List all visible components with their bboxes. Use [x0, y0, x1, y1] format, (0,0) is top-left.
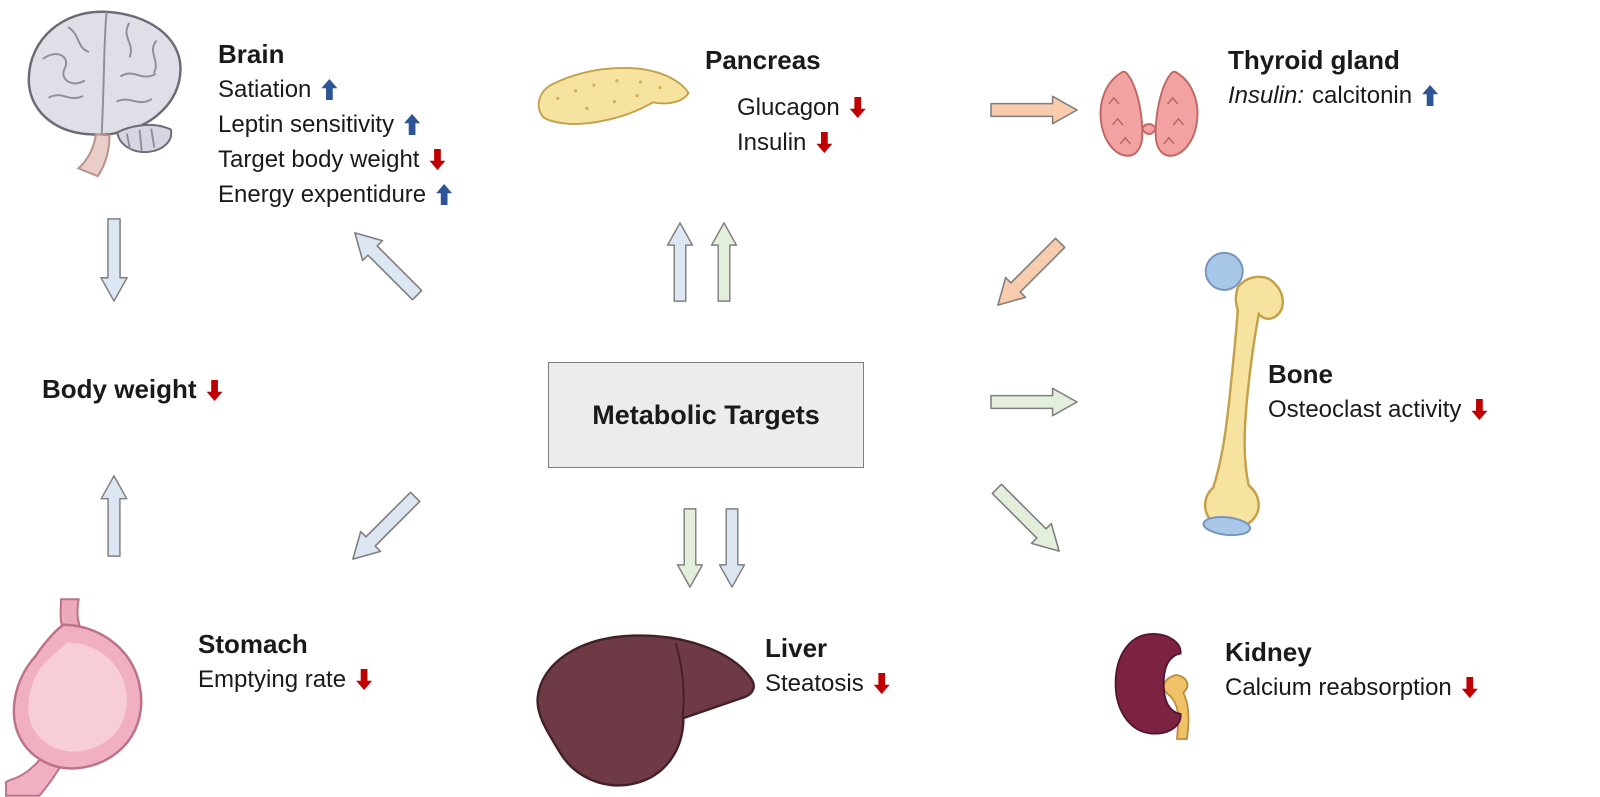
brain-panel: Brain Satiation Leptin sensitivity Targe…: [218, 36, 453, 212]
arrow-center-to-bone: [990, 387, 1078, 417]
trend-arrow-icon: [1422, 85, 1439, 106]
kidney-illustration: [1114, 632, 1190, 740]
pancreas-panel: Pancreas Glucagon Insulin: [705, 42, 866, 160]
arrow-center-to-brain: [344, 222, 428, 306]
arrow-center-to-liver-blue: [718, 508, 746, 588]
pancreas-item: Insulin: [737, 125, 866, 160]
arrow-center-to-pancreas-blue: [666, 222, 694, 302]
bone-illustration: [1202, 251, 1285, 537]
trend-arrow-icon: [1471, 399, 1488, 420]
thyroid-title: Thyroid gland: [1228, 45, 1400, 75]
arrow-center-to-stomach: [342, 486, 426, 570]
pancreas-item-label: Glucagon: [737, 94, 840, 121]
liver-item: Steatosis: [765, 666, 890, 701]
brain-item: Target body weight: [218, 142, 452, 177]
trend-arrow-icon: [436, 184, 453, 205]
trend-arrow-icon: [404, 114, 421, 135]
stomach-title: Stomach: [198, 629, 308, 659]
pancreas-item-label: Insulin: [737, 129, 807, 156]
thyroid-item: Insulin: calcitonin: [1228, 78, 1439, 113]
bone-item: Osteoclast activity: [1268, 392, 1488, 427]
brain-title: Brain: [218, 39, 285, 69]
arrow-center-to-kidney: [986, 478, 1070, 562]
brain-illustration: [27, 10, 182, 178]
brain-item: Satiation: [218, 72, 452, 107]
stomach-illustration: [5, 598, 143, 797]
brain-item-label: Satiation: [218, 76, 312, 103]
arrow-center-to-pancreas-green: [710, 222, 738, 302]
stomach-item-label: Emptying rate: [198, 666, 347, 693]
liver-illustration: [536, 634, 755, 787]
thyroid-panel: Thyroid gland Insulin: calcitonin: [1228, 42, 1439, 113]
trend-arrow-icon: [321, 79, 338, 100]
brain-item: Leptin sensitivity: [218, 107, 452, 142]
arrow-stomach-to-body-weight: [100, 475, 128, 557]
thyroid-illustration: [1099, 70, 1199, 157]
bone-title: Bone: [1268, 359, 1333, 389]
liver-panel: Liver Steatosis: [765, 630, 890, 701]
kidney-item-label: Calcium reabsorption: [1225, 674, 1452, 701]
stomach-item: Emptying rate: [198, 662, 373, 697]
pancreas-title: Pancreas: [705, 45, 821, 75]
kidney-panel: Kidney Calcium reabsorption: [1225, 634, 1478, 705]
arrow-center-to-liver-green: [676, 508, 704, 588]
trend-arrow-icon: [1461, 677, 1478, 698]
stomach-panel: Stomach Emptying rate: [198, 626, 373, 697]
thyroid-item-label: calcitonin: [1312, 82, 1413, 109]
kidney-title: Kidney: [1225, 637, 1312, 667]
liver-title: Liver: [765, 633, 828, 663]
bone-panel: Bone Osteoclast activity: [1268, 356, 1488, 427]
body-weight-label: Body weight: [42, 374, 223, 405]
pancreas-item: Glucagon: [737, 90, 866, 125]
trend-arrow-icon: [816, 132, 833, 153]
arrow-brain-to-body-weight: [100, 218, 128, 302]
body-weight-text: Body weight: [42, 374, 197, 404]
trend-arrow-icon: [873, 673, 890, 694]
brain-item: Energy expentidure: [218, 177, 453, 212]
trend-arrow-icon: [356, 669, 373, 690]
liver-item-label: Steatosis: [765, 670, 864, 697]
metabolic-targets-label: Metabolic Targets: [592, 399, 820, 430]
trend-arrow-icon: [849, 97, 866, 118]
trend-arrow-icon: [206, 380, 223, 401]
pancreas-illustration: [537, 66, 690, 125]
brain-item-label: Target body weight: [218, 146, 420, 173]
trend-arrow-icon: [429, 149, 446, 170]
metabolic-targets-box: Metabolic Targets: [548, 362, 864, 468]
thyroid-item-italic: Insulin:: [1228, 82, 1305, 109]
brain-item-label: Energy expentidure: [218, 181, 427, 208]
kidney-item: Calcium reabsorption: [1225, 670, 1478, 705]
arrow-pancreas-to-thyroid: [990, 95, 1078, 125]
arrow-thyroid-to-center: [987, 232, 1071, 316]
bone-item-label: Osteoclast activity: [1268, 396, 1462, 423]
brain-item-label: Leptin sensitivity: [218, 111, 395, 138]
